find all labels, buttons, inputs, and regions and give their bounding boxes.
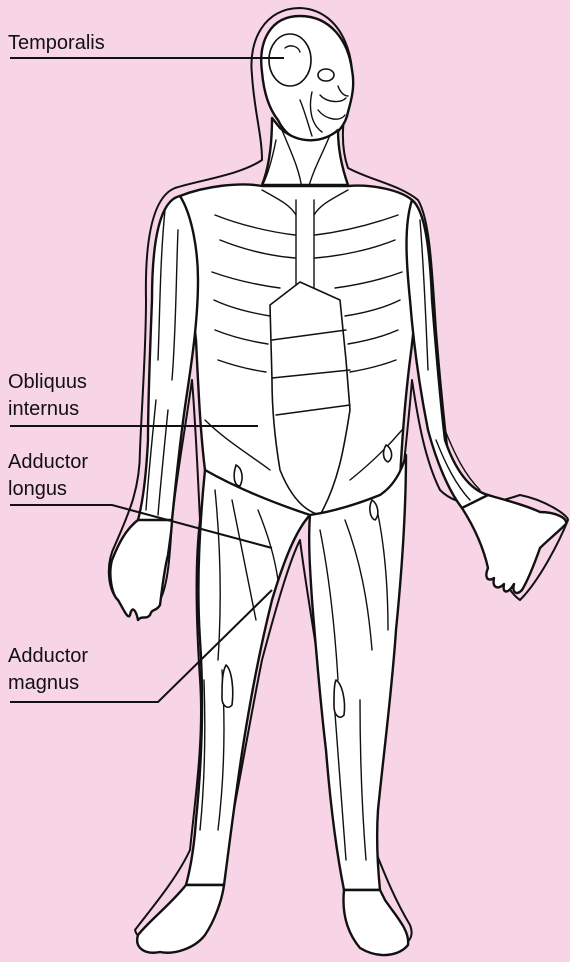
temporalis-muscle — [269, 34, 311, 86]
label-adductor-magnus-line2: magnus — [8, 670, 79, 696]
left-leg — [186, 470, 310, 885]
label-adductor-longus-line2: longus — [8, 476, 67, 502]
right-arm — [407, 200, 489, 508]
left-foot — [137, 885, 224, 953]
label-obliquus-internus-line2: internus — [8, 396, 79, 422]
label-adductor-longus-line1: Adductor — [8, 449, 88, 475]
eye-orbit — [318, 69, 334, 81]
right-foot — [343, 890, 408, 955]
label-temporalis: Temporalis — [8, 30, 105, 56]
right-hand — [462, 495, 566, 593]
left-arm — [138, 196, 198, 526]
label-obliquus-internus-line1: Obliquus — [8, 369, 87, 395]
label-adductor-magnus-line1: Adductor — [8, 643, 88, 669]
right-leg — [309, 455, 406, 890]
